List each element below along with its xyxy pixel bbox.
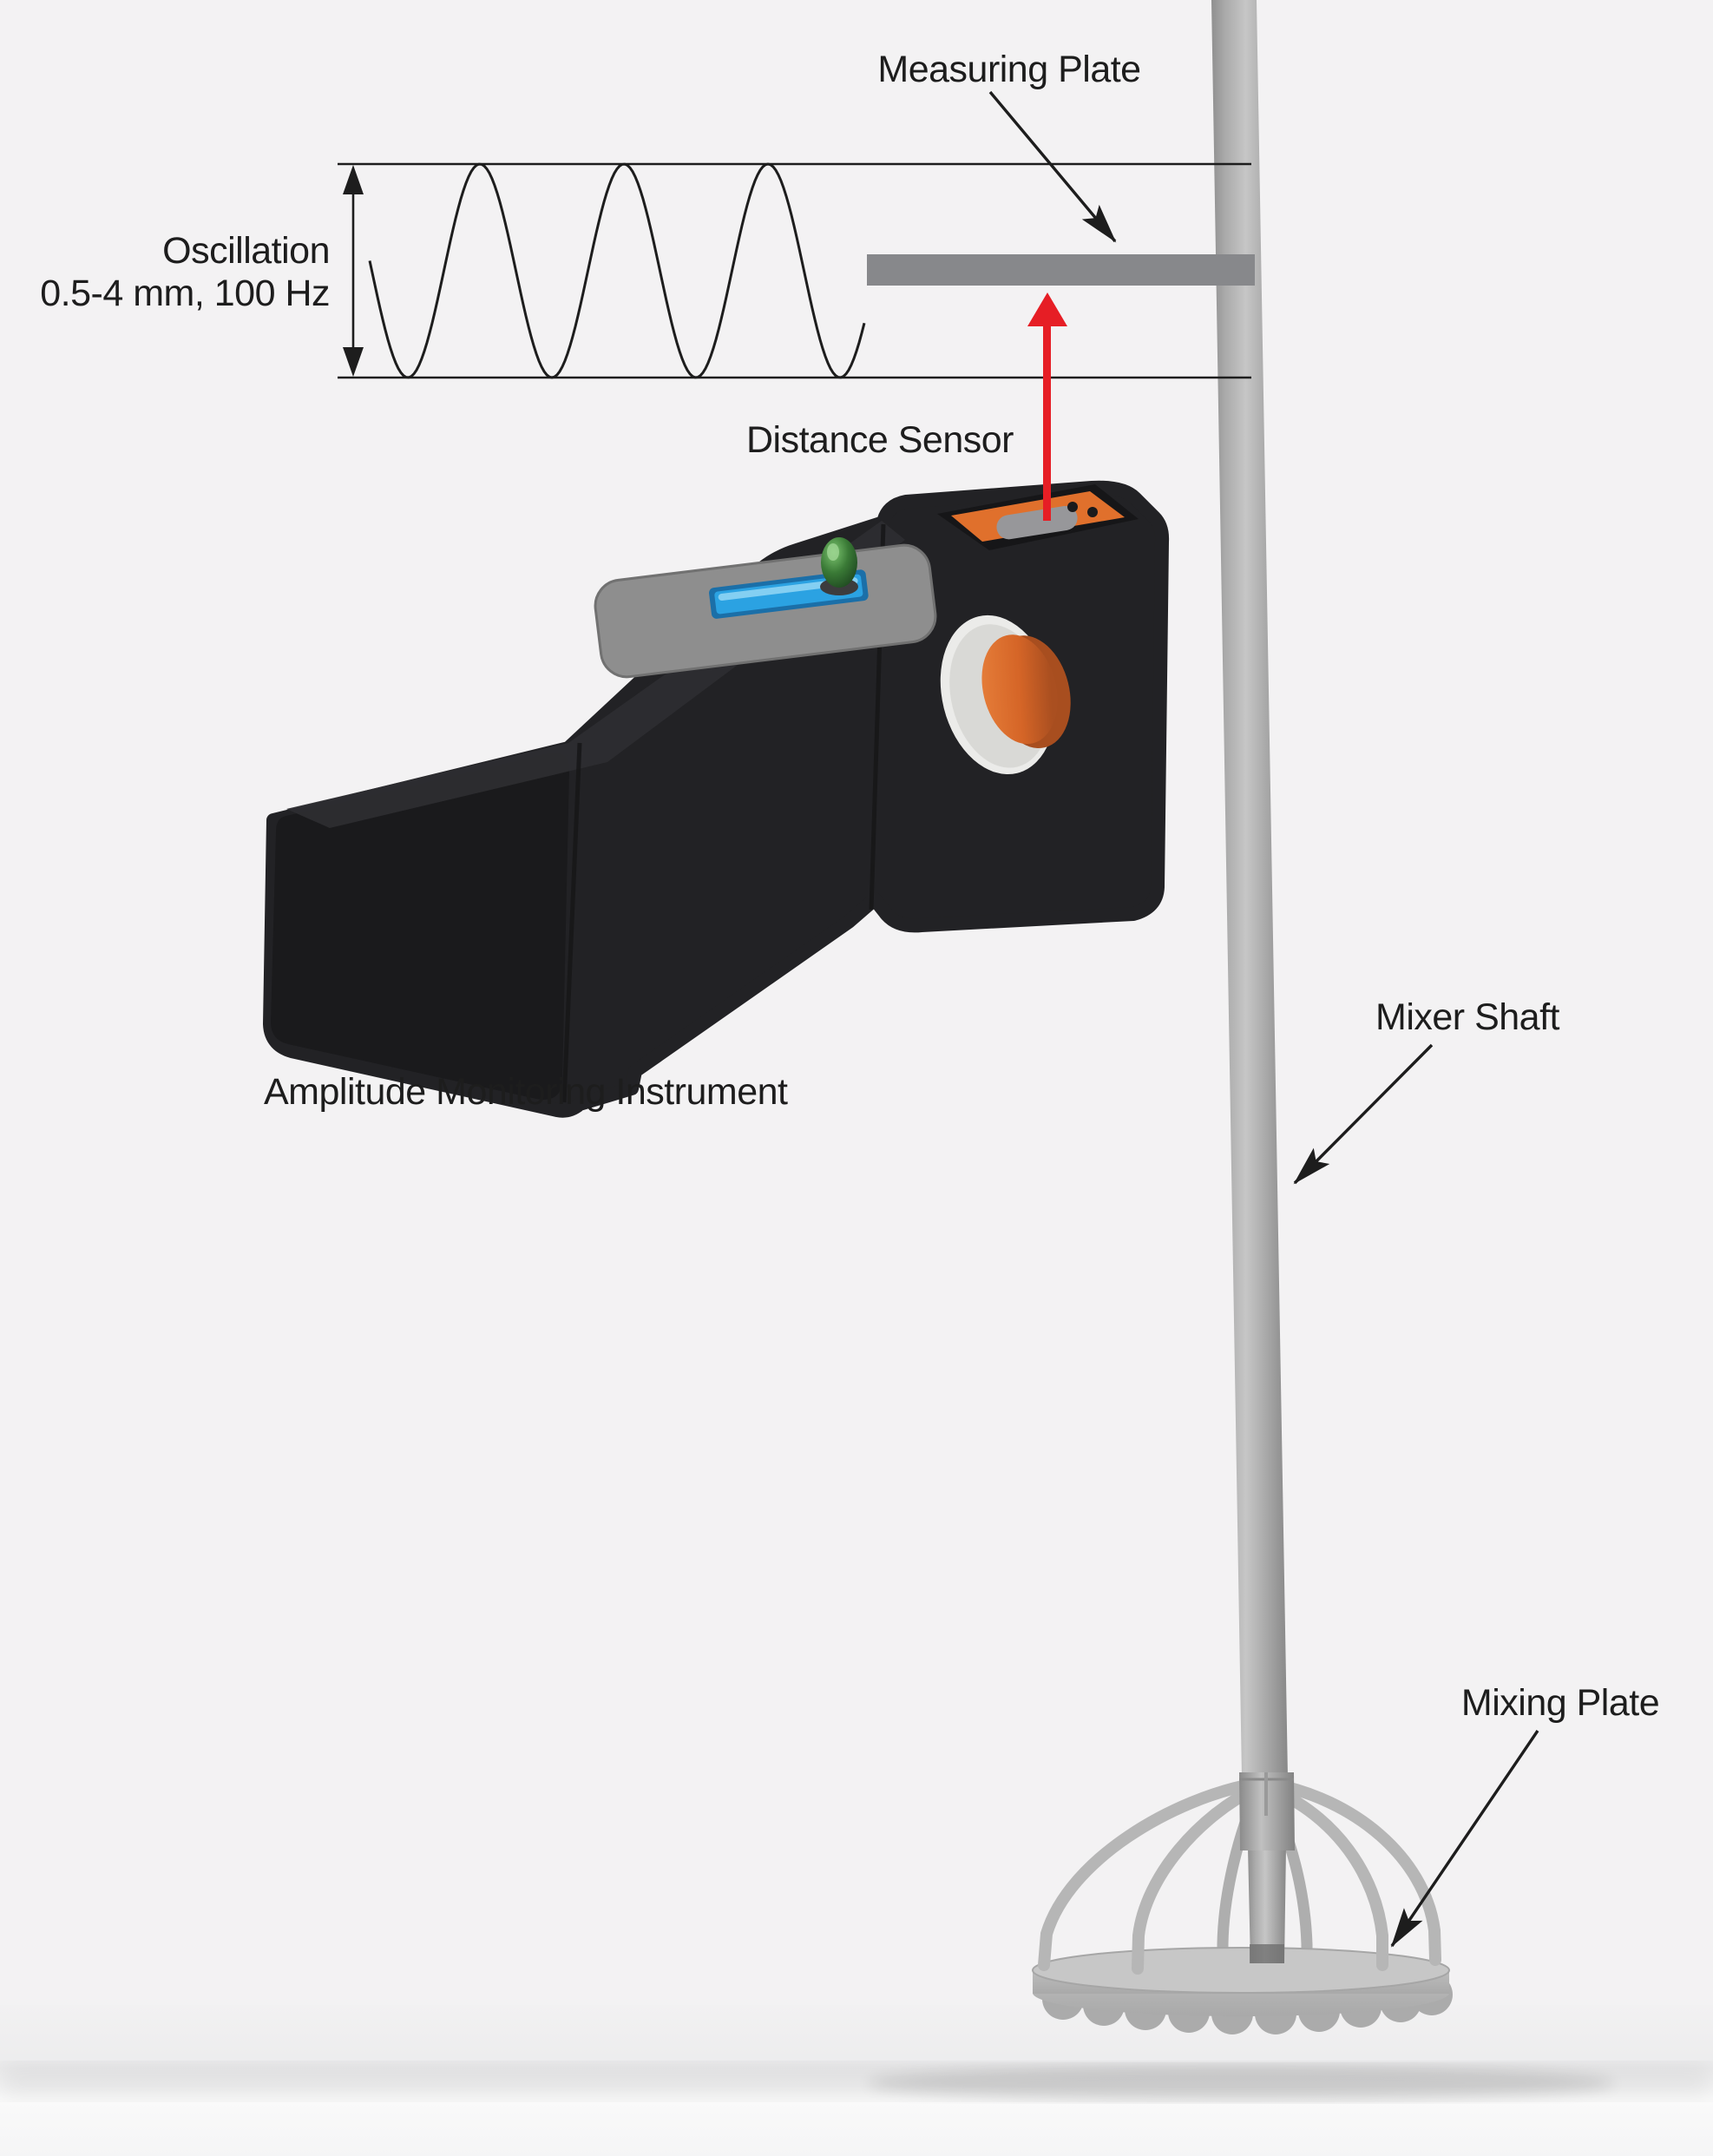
- mixer-leg: [1263, 1782, 1388, 1971]
- instrument-label: Amplitude Monitoring Instrument: [264, 1071, 788, 1113]
- red-arrow-stem: [1043, 323, 1051, 521]
- amplitude-monitoring-instrument: [263, 480, 1170, 1118]
- oscillation-diagram: Oscillation 0.5-4 mm, 100 Hz: [40, 162, 1251, 379]
- power-button: [981, 634, 1058, 745]
- measuring-plate-label: Measuring Plate: [877, 49, 1140, 90]
- double-arrow-down-icon: [343, 347, 364, 377]
- sensor-dot: [1087, 507, 1098, 517]
- mixer-leg: [1132, 1782, 1263, 1975]
- mixer-shaft-lower: [1248, 1847, 1286, 1963]
- double-arrow-up-icon: [343, 165, 364, 194]
- mixer-shaft-label: Mixer Shaft: [1375, 996, 1560, 1038]
- mixing-head: [1032, 1772, 1453, 2034]
- mixer-shadow: [868, 2066, 1614, 2100]
- shaft-reflection: [1250, 1944, 1284, 1963]
- sensor-window: [996, 505, 1078, 540]
- mixer-leg: [1264, 1778, 1441, 1966]
- distance-sensor-label: Distance Sensor: [746, 419, 1014, 461]
- button-group: [940, 615, 1071, 775]
- mixer-leg: [1038, 1778, 1261, 1971]
- measuring-plate-leader-arrow: [988, 90, 1117, 243]
- mixer-shaft: [1211, 0, 1288, 1778]
- oscillation-wave: [368, 162, 866, 379]
- mixing-plate-label: Mixing Plate: [1461, 1682, 1659, 1724]
- oscillation-label-line1: Oscillation: [162, 230, 330, 272]
- led-highlight: [827, 543, 839, 561]
- oscillation-label-line2: 0.5-4 mm, 100 Hz: [40, 273, 330, 314]
- mixer-shaft-leader-arrow: [1293, 1043, 1434, 1185]
- device-seam: [561, 742, 582, 1103]
- mixing-plate-leader-arrow: [1390, 1730, 1539, 1948]
- sensor-window-group: [996, 505, 1078, 540]
- sensor-dot: [1067, 502, 1078, 512]
- status-led-icon: [821, 537, 857, 588]
- red-arrow-head-icon: [1027, 293, 1067, 326]
- distance-sensor-arrow: [1027, 293, 1067, 521]
- measuring-plate: [867, 254, 1255, 286]
- device-front-face: [271, 753, 570, 1100]
